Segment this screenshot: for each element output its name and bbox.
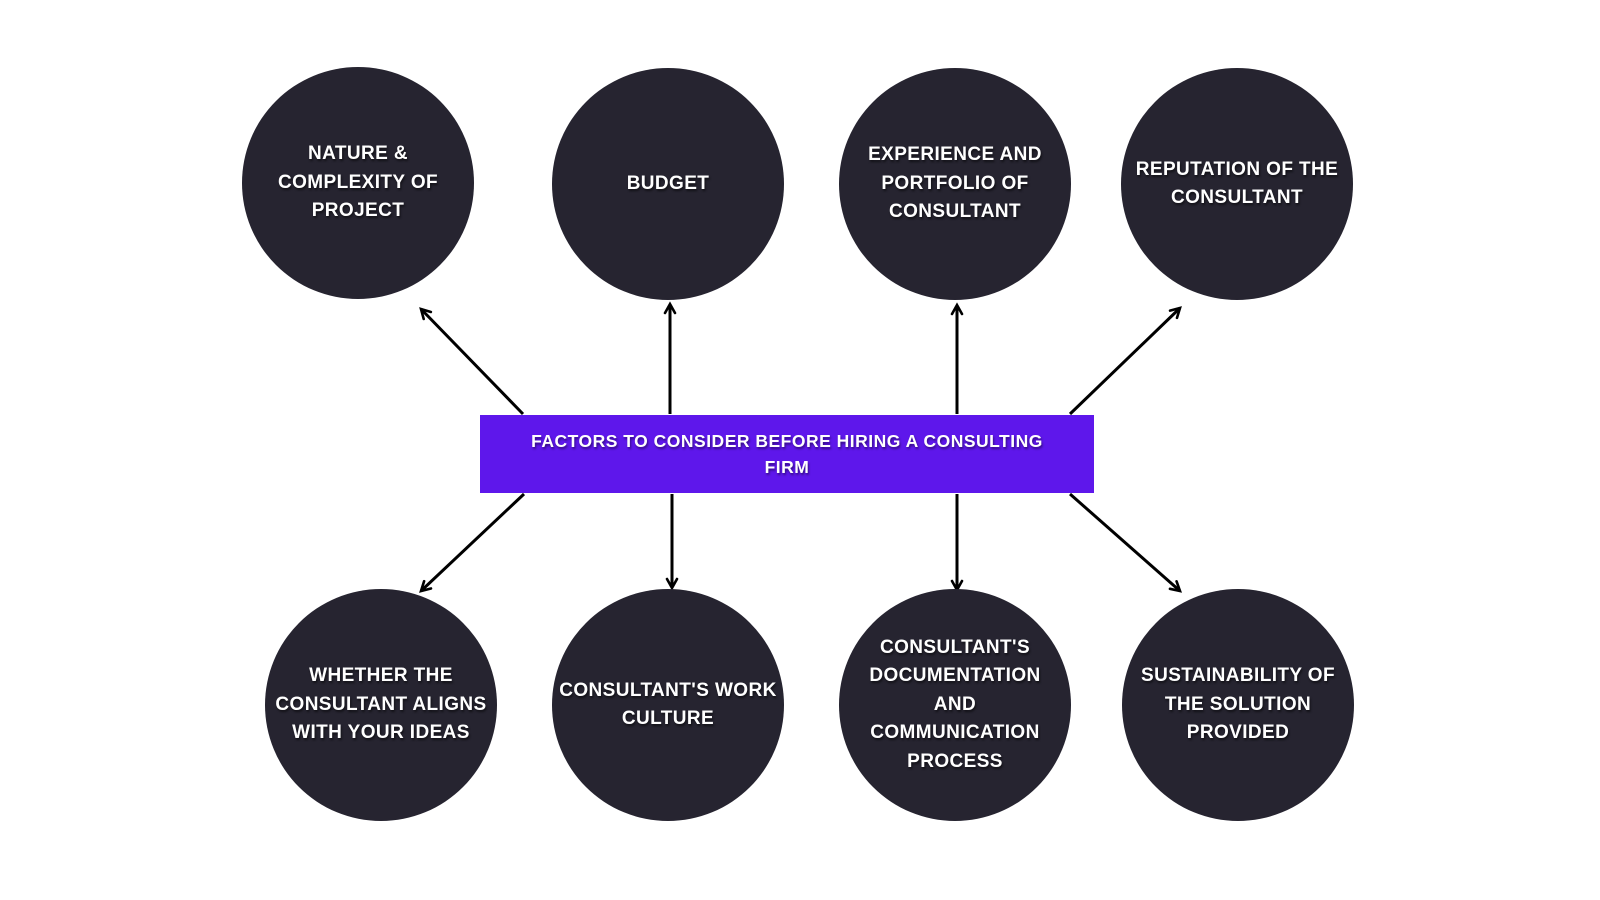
factor-node-consultant-aligns: WHETHER THE CONSULTANT ALIGNS WITH YOUR …: [265, 589, 497, 821]
factor-label: NATURE & COMPLEXITY OF PROJECT: [277, 143, 439, 222]
factor-label: SUSTAINABILITY OF THE SOLUTION PROVIDED: [1141, 665, 1335, 744]
center-banner-label: FACTORS TO CONSIDER BEFORE HIRING A CONS…: [531, 430, 1043, 477]
arrow-to-nature-complexity: [419, 307, 525, 416]
factor-node-experience-portfolio: EXPERIENCE AND PORTFOLIO OF CONSULTANT: [839, 68, 1071, 300]
factor-node-nature-complexity: NATURE & COMPLEXITY OF PROJECT: [242, 67, 474, 299]
factor-label: CONSULTANT'S DOCUMENTATION AND COMMUNICA…: [869, 636, 1041, 772]
factor-node-sustainability: SUSTAINABILITY OF THE SOLUTION PROVIDED: [1122, 589, 1354, 821]
factor-label: EXPERIENCE AND PORTFOLIO OF CONSULTANT: [868, 144, 1042, 223]
factor-label: CONSULTANT'S WORK CULTURE: [559, 679, 777, 730]
factor-node-documentation-communication: CONSULTANT'S DOCUMENTATION AND COMMUNICA…: [839, 589, 1071, 821]
center-banner-factors-title: FACTORS TO CONSIDER BEFORE HIRING A CONS…: [480, 415, 1094, 493]
factor-node-work-culture: CONSULTANT'S WORK CULTURE: [552, 589, 784, 821]
arrow-to-sustainability: [1069, 492, 1183, 593]
factor-label: REPUTATION OF THE CONSULTANT: [1135, 158, 1339, 209]
factor-node-budget: BUDGET: [552, 68, 784, 300]
factor-node-reputation: REPUTATION OF THE CONSULTANT: [1121, 68, 1353, 300]
arrow-to-reputation: [1068, 306, 1182, 416]
arrow-to-consultant-aligns: [419, 492, 526, 593]
factor-label: WHETHER THE CONSULTANT ALIGNS WITH YOUR …: [275, 665, 487, 744]
factor-label: BUDGET: [626, 172, 710, 194]
